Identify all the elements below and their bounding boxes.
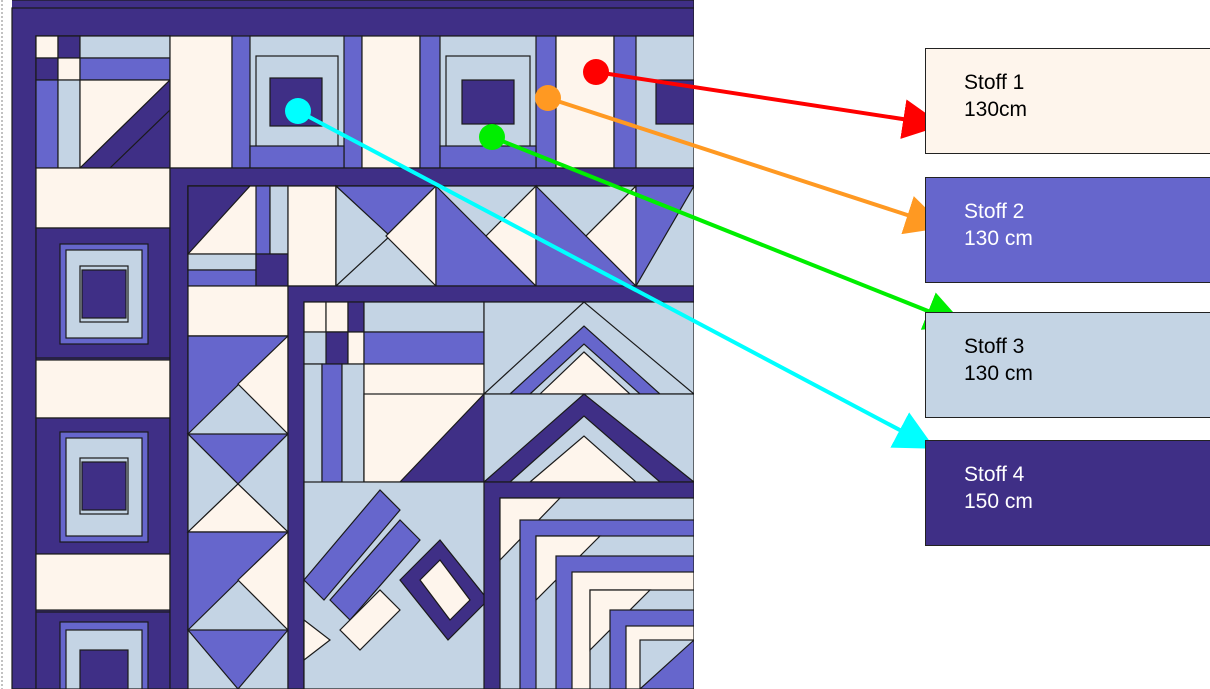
fabric-swatch-2: Stoff 2 130 cm — [925, 177, 1210, 283]
fabric-swatch-1: Stoff 1 130cm — [925, 48, 1210, 154]
fabric-name: Stoff 3 — [964, 335, 1025, 358]
fabric-length: 130 cm — [964, 227, 1033, 250]
fabric-swatch-4: Stoff 4 150 cm — [925, 440, 1210, 546]
fabric-name: Stoff 1 — [964, 71, 1025, 94]
fabric-name: Stoff 4 — [964, 463, 1025, 486]
fabric-length: 130cm — [964, 98, 1028, 121]
fabric-length: 150 cm — [964, 490, 1033, 513]
fabric-swatch-3: Stoff 3 130 cm — [925, 312, 1210, 418]
quilt-pattern — [0, 0, 694, 689]
fabric-name: Stoff 2 — [964, 200, 1025, 223]
fabric-length: 130 cm — [964, 362, 1033, 385]
